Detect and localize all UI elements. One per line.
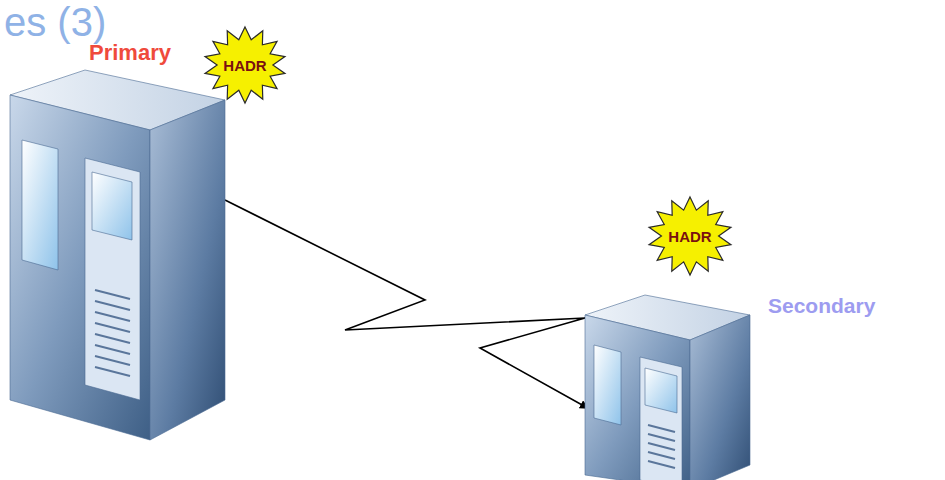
- hadr-starburst: HADR: [648, 197, 732, 275]
- badge-text: HADR: [204, 56, 286, 75]
- server-panel: [640, 357, 682, 480]
- server-vent: [648, 443, 675, 450]
- replication-link: [225, 200, 588, 408]
- server-side: [690, 315, 750, 480]
- server-node: Secondary: [585, 275, 750, 480]
- server-node: Primary: [10, 40, 225, 440]
- server-window: [22, 140, 58, 270]
- server-label: Primary: [80, 40, 180, 66]
- server-vent: [648, 434, 675, 441]
- badge-text: HADR: [648, 227, 732, 246]
- server-vent: [648, 461, 675, 468]
- slide-title-fragment: es (3): [4, 0, 106, 44]
- server-panel: [85, 158, 140, 400]
- server-vent: [95, 312, 130, 321]
- server-front: [585, 315, 690, 480]
- server-icon: [10, 40, 225, 440]
- server-vent: [95, 345, 130, 354]
- server-vent: [95, 301, 130, 310]
- server-icon: [585, 275, 750, 480]
- server-vent: [95, 367, 130, 376]
- server-vent: [95, 334, 130, 343]
- server-window: [594, 345, 621, 425]
- server-window: [645, 368, 677, 413]
- server-side: [150, 100, 225, 440]
- server-label: Secondary: [768, 293, 943, 318]
- server-vent: [648, 452, 675, 459]
- server-vent: [648, 425, 675, 432]
- hadr-starburst: HADR: [204, 27, 286, 103]
- server-front: [10, 95, 150, 440]
- server-window: [92, 172, 132, 240]
- server-vent: [95, 356, 130, 365]
- server-vent: [95, 323, 130, 332]
- server-vent: [95, 290, 130, 299]
